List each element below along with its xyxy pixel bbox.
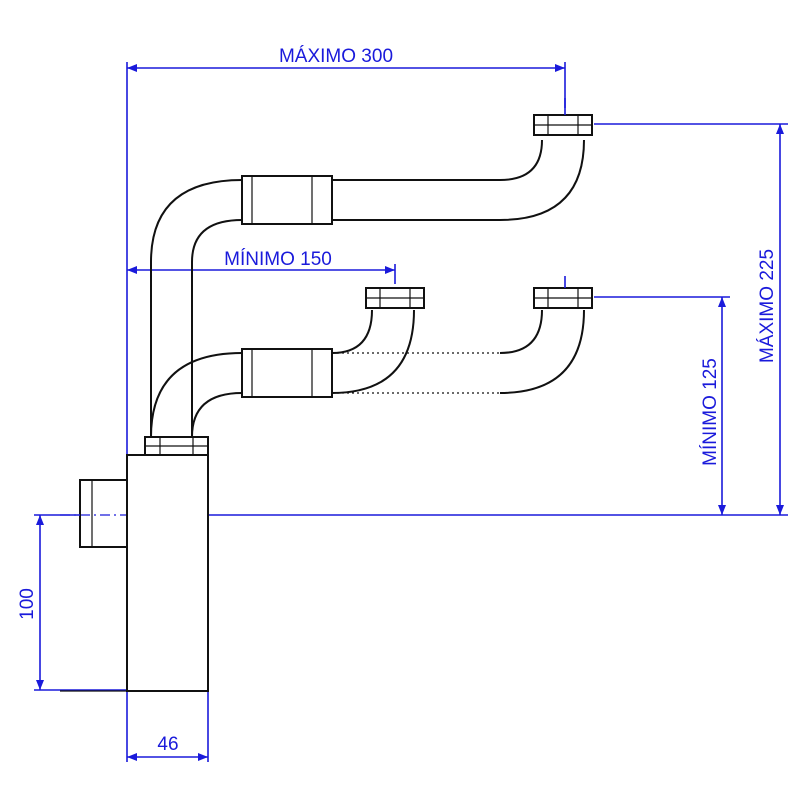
- siphon-body: [60, 454, 209, 692]
- dimension-100: 100: [17, 515, 127, 691]
- label-min-125: MÍNIMO 125: [700, 358, 721, 466]
- label-max-225: MÁXIMO 225: [757, 249, 778, 363]
- middle-nut: [365, 287, 425, 309]
- label-max-300: MÁXIMO 300: [279, 46, 393, 67]
- label-46: 46: [157, 734, 178, 755]
- dimension-min-125: MÍNIMO 125: [594, 296, 730, 515]
- upper-nut: [533, 98, 593, 136]
- label-100: 100: [17, 588, 38, 620]
- dimension-max-225: MÁXIMO 225: [594, 123, 788, 515]
- right-lower-nut: [533, 276, 593, 309]
- lower-pipe: [150, 309, 585, 438]
- dimension-46: 46: [126, 692, 209, 762]
- body-nut: [144, 436, 209, 456]
- dimension-max-300: MÁXIMO 300: [126, 46, 566, 460]
- label-min-150: MÍNIMO 150: [224, 249, 332, 270]
- upper-pipe: [150, 139, 585, 437]
- dimension-min-150: MÍNIMO 150: [127, 249, 396, 284]
